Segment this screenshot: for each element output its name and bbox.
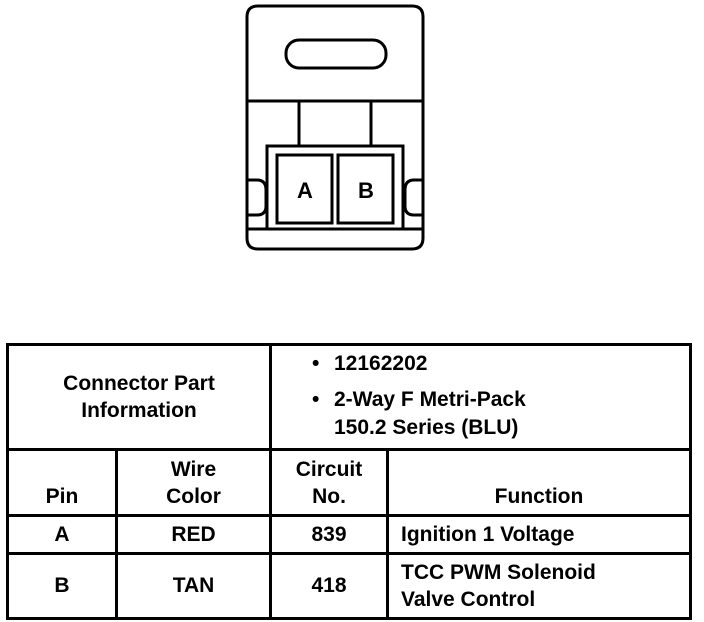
table-row: A RED 839 Ignition 1 Voltage xyxy=(6,514,692,555)
pin-label-a: A xyxy=(297,178,313,203)
part-info-label-line2: Information xyxy=(81,399,197,422)
connector-body xyxy=(245,4,425,251)
pin-cavity-b xyxy=(336,153,395,225)
cell-wire-color: TAN xyxy=(115,552,272,620)
cell-pin: A xyxy=(6,514,118,555)
cell-pin: B xyxy=(6,552,118,620)
bullet: • xyxy=(312,388,320,411)
cell-circuit: 418 xyxy=(269,552,389,620)
part-info-label-line1: Connector Part xyxy=(63,372,215,395)
cell-function: TCC PWM Solenoid Valve Control xyxy=(386,552,692,620)
pin-label-b: B xyxy=(358,178,374,203)
part-numbers: • 12162202 • 2-Way F Metri-Pack 150.2 Se… xyxy=(269,343,692,451)
table-row: B TAN 418 TCC PWM Solenoid Valve Control xyxy=(6,552,692,620)
header-pin: Pin xyxy=(6,448,118,517)
bullet: • xyxy=(312,352,320,375)
part-info-label: Connector Part Information xyxy=(6,343,272,451)
header-circuit-no: Circuit No. xyxy=(269,448,389,517)
column-header-row: Pin Wire Color Circuit No. Function xyxy=(6,448,692,517)
part-number-text: 12162202 xyxy=(334,352,428,375)
part-number-item: • 2-Way F Metri-Pack 150.2 Series (BLU) xyxy=(312,386,689,442)
header-function: Function xyxy=(386,448,692,517)
connector-info-table: Connector Part Information • 12162202 • … xyxy=(6,343,692,620)
left-key xyxy=(247,178,268,217)
connector-diagram: A B xyxy=(245,4,425,251)
cell-circuit: 839 xyxy=(269,514,389,555)
part-number-item: • 12162202 xyxy=(312,350,689,378)
cavity-housing xyxy=(265,144,405,231)
cell-function: Ignition 1 Voltage xyxy=(386,514,692,555)
cell-wire-color: RED xyxy=(115,514,272,555)
header-wire-color: Wire Color xyxy=(115,448,272,517)
right-key xyxy=(403,178,423,217)
part-info-row: Connector Part Information • 12162202 • … xyxy=(6,343,692,451)
latch-slot xyxy=(284,38,388,70)
part-series-text: 2-Way F Metri-Pack 150.2 Series (BLU) xyxy=(334,388,526,439)
pin-cavity-a xyxy=(275,153,334,225)
